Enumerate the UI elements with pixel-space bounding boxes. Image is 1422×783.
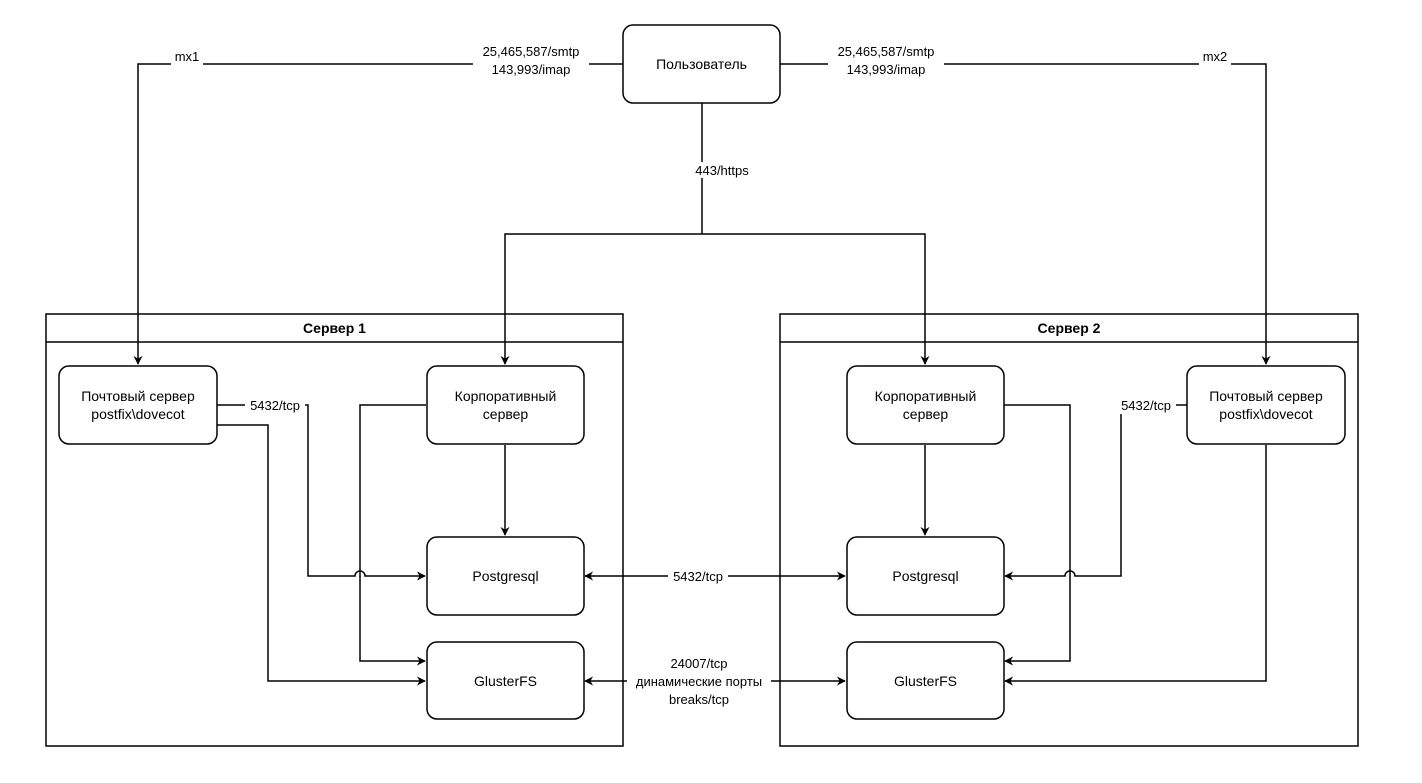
edge-user-mail-1 [133,63,623,365]
mail-server-2-line1: Почтовый сервер [1209,388,1323,404]
mail-server-1: Почтовый сервер postfix\dovecot [58,365,218,445]
corp-server-2-line1: Корпоративный [875,388,977,404]
label-mx2: mx2 [1199,49,1231,65]
svg-text:443/https: 443/https [695,163,749,178]
postgres-2: Postgresql [846,536,1005,616]
user-node: Пользователь [622,24,781,104]
edge-corp1-gluster1 [359,404,426,666]
edge-mail2-gluster2 [1004,445,1267,686]
mail-server-2: Почтовый сервер postfix\dovecot [1186,365,1346,445]
edge-https-corp-1 [500,233,702,365]
postgres-1: Postgresql [426,536,585,616]
corp-server-2-line2: сервер [903,406,949,422]
svg-text:25,465,587/smtp: 25,465,587/smtp [838,44,935,59]
server-2-title: Сервер 2 [1038,320,1101,336]
svg-text:143,993/imap: 143,993/imap [492,62,571,77]
label-https: 443/https [689,162,755,178]
svg-text:24007/tcp: 24007/tcp [670,656,727,671]
corp-server-1-line2: сервер [483,406,529,422]
svg-text:5432/tcp: 5432/tcp [250,398,300,413]
svg-text:5432/tcp: 5432/tcp [1121,398,1171,413]
label-smtp-imap-left: 25,465,587/smtp 143,993/imap [473,43,589,79]
svg-text:динамические порты: динамические порты [636,674,762,689]
edge-mail1-postgres1 [217,404,426,581]
label-gluster-link: 24007/tcp динамические порты breaks/tcp [627,655,771,707]
svg-text:mx1: mx1 [175,49,200,64]
postgres-1-label: Postgresql [472,568,538,584]
corp-server-2: Корпоративный сервер [846,365,1005,445]
mail-server-1-line2: postfix\dovecot [91,406,184,422]
mail-server-2-line2: postfix\dovecot [1219,406,1312,422]
gluster-1: GlusterFS [426,641,585,720]
edge-https-corp-2 [702,233,930,365]
edge-mail2-postgres2 [1004,404,1187,581]
corp-server-1: Корпоративный сервер [426,365,585,445]
svg-text:breaks/tcp: breaks/tcp [669,692,729,707]
mail-server-1-line1: Почтовый сервер [81,388,195,404]
edge-corp2-gluster2 [1004,404,1071,666]
svg-text:5432/tcp: 5432/tcp [673,569,723,584]
label-pg-replication: 5432/tcp [668,568,728,584]
postgres-2-label: Postgresql [892,568,958,584]
label-mx1: mx1 [171,49,203,65]
label-smtp-imap-right: 25,465,587/smtp 143,993/imap [828,43,944,79]
label-pg-local-left: 5432/tcp [245,398,305,414]
server-1-title: Сервер 1 [303,320,366,336]
edge-mail1-gluster1 [217,424,426,686]
user-label: Пользователь [656,56,747,72]
label-pg-local-right: 5432/tcp [1116,398,1176,414]
gluster-2-label: GlusterFS [894,673,957,689]
gluster-1-label: GlusterFS [474,673,537,689]
svg-text:25,465,587/smtp: 25,465,587/smtp [483,44,580,59]
gluster-2: GlusterFS [846,641,1005,720]
corp-server-1-line1: Корпоративный [455,388,557,404]
svg-text:mx2: mx2 [1203,49,1228,64]
svg-text:143,993/imap: 143,993/imap [847,62,926,77]
